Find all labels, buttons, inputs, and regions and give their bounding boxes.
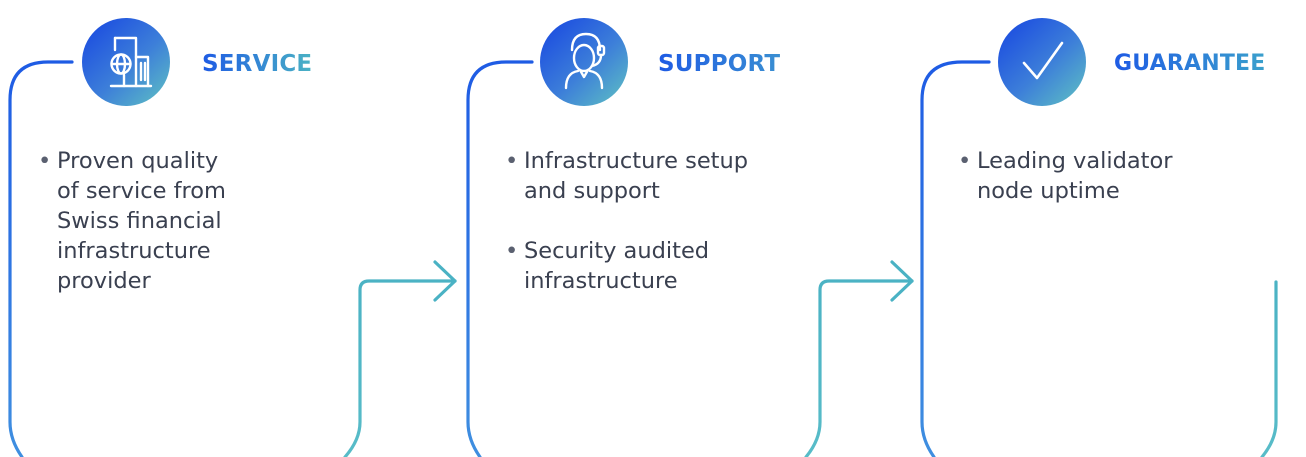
list-item: Proven quality of service from Swiss fin… — [38, 146, 318, 296]
panel-title-guarantee: GUARANTEE — [1114, 46, 1266, 82]
headset-agent-icon — [564, 32, 606, 90]
building-globe-icon — [109, 36, 153, 88]
list-item: Infrastructure setup and support — [505, 146, 805, 206]
panel-frame — [466, 60, 534, 457]
arrow-right-icon — [433, 260, 457, 302]
checkmark-icon — [1022, 41, 1064, 80]
panel-guarantee — [920, 18, 1278, 457]
icon-circle — [998, 18, 1086, 106]
arrow-right-icon — [890, 260, 914, 302]
panel-frame-connector — [343, 279, 457, 457]
bullet-list-support: Infrastructure setup and support Securit… — [505, 146, 805, 326]
panel-title-support: SUPPORT — [658, 46, 780, 82]
panel-support — [466, 18, 914, 457]
panel-frame — [920, 60, 991, 457]
bullet-list-guarantee: Leading validator node uptime — [958, 146, 1258, 236]
panel-frame-end — [1260, 280, 1278, 457]
panel-service — [8, 18, 457, 457]
panel-title-service: SERVICE — [202, 46, 312, 82]
panel-frame — [8, 60, 74, 457]
icon-circle — [540, 18, 628, 106]
list-item: Security audited infrastructure — [505, 236, 805, 296]
list-item: Leading validator node uptime — [958, 146, 1258, 206]
panel-frame-connector — [804, 279, 914, 457]
bullet-list-service: Proven quality of service from Swiss fin… — [38, 146, 318, 326]
